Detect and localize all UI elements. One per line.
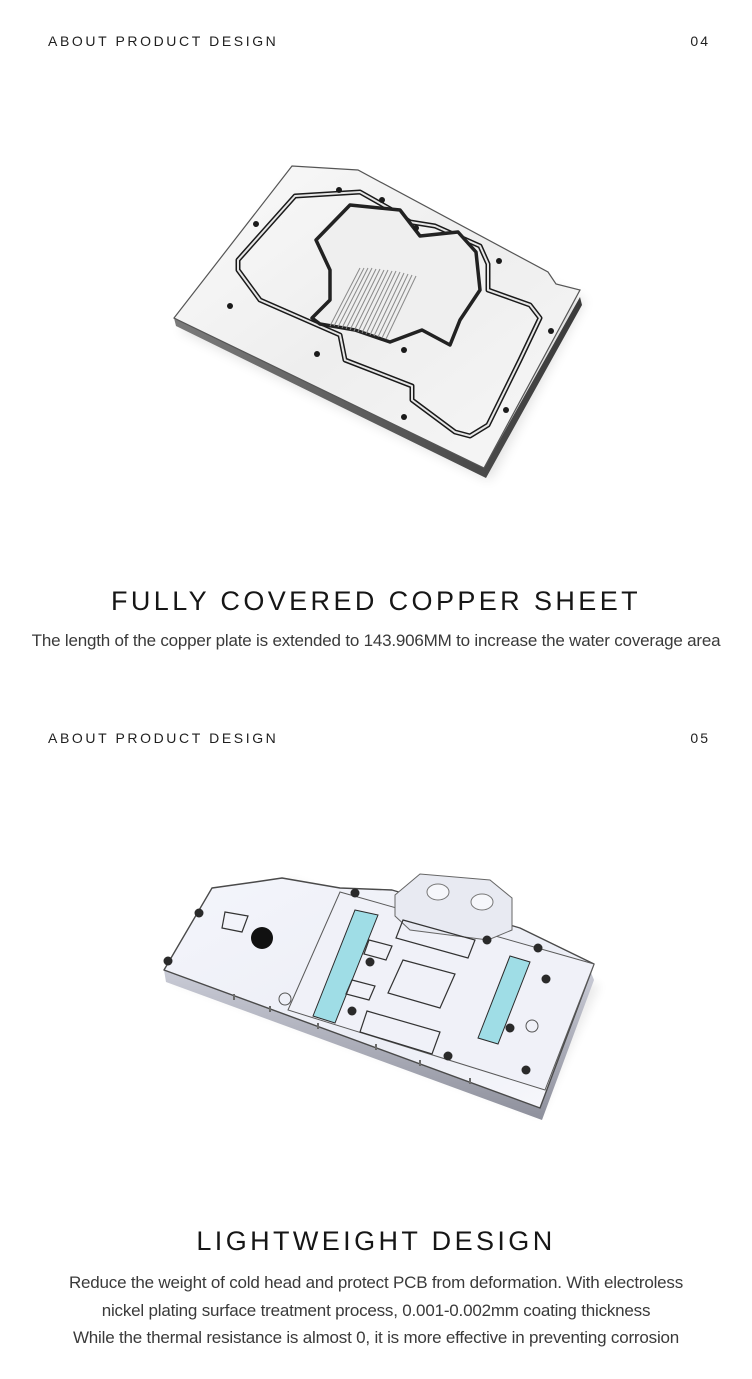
thermal-pad-left bbox=[312, 909, 379, 1024]
screw-holes bbox=[227, 187, 554, 420]
section-title: FULLY COVERED COPPER SHEET bbox=[110, 586, 641, 616]
thermal-pad-right bbox=[477, 955, 531, 1045]
description-line: Reduce the weight of cold head and prote… bbox=[68, 1273, 684, 1292]
section-title: LIGHTWEIGHT DESIGN bbox=[196, 1226, 556, 1256]
standoffs bbox=[163, 888, 551, 1075]
micro-fin-stack bbox=[329, 267, 417, 340]
product-design-section-04: ABOUT PRODUCT DESIGN 04 bbox=[0, 33, 752, 655]
section-number: 04 bbox=[690, 33, 710, 49]
terminal-block bbox=[394, 873, 513, 941]
section-header: ABOUT PRODUCT DESIGN bbox=[48, 33, 279, 49]
section-header: ABOUT PRODUCT DESIGN bbox=[48, 730, 279, 746]
copper-plate-image bbox=[173, 165, 585, 480]
description-line: The length of the copper plate is extend… bbox=[31, 631, 721, 650]
section-description: Reduce the weight of cold head and prote… bbox=[0, 1269, 752, 1352]
description-line: While the thermal resistance is almost 0… bbox=[72, 1328, 680, 1347]
water-block-image bbox=[163, 873, 600, 1120]
section-description: The length of the copper plate is extend… bbox=[0, 627, 752, 655]
section-number: 05 bbox=[690, 730, 710, 746]
product-design-section-05: ABOUT PRODUCT DESIGN 05 bbox=[0, 690, 752, 1379]
description-line: nickel plating surface treatment process… bbox=[101, 1300, 651, 1320]
